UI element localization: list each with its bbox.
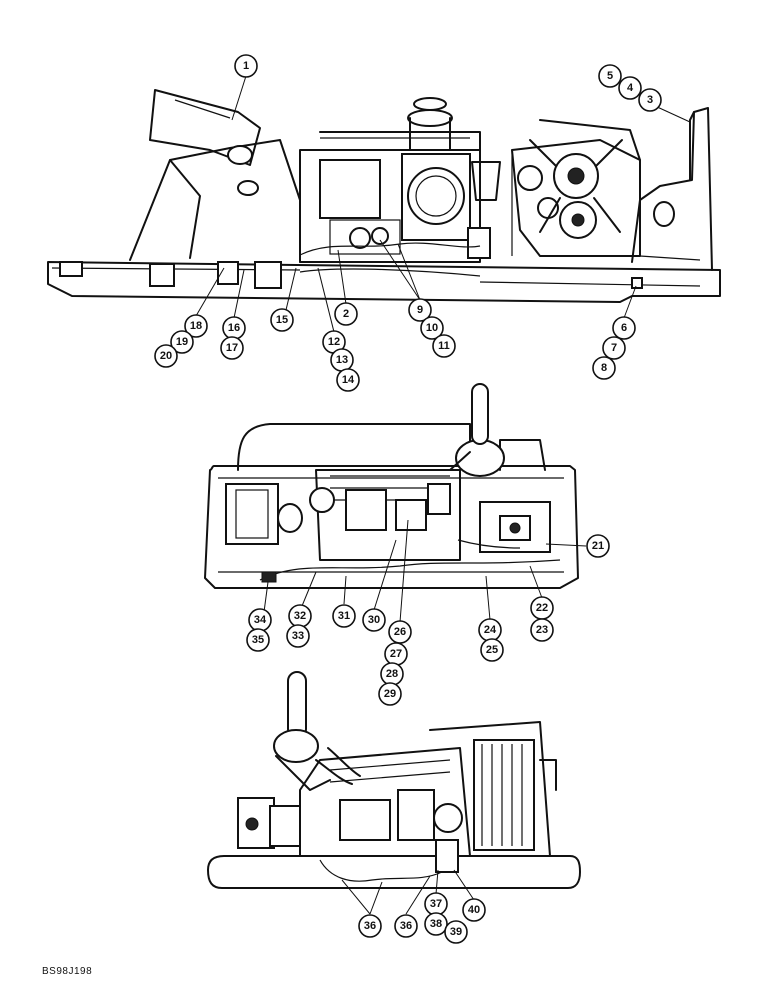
- callout-36-right: 36: [394, 914, 418, 938]
- svg-text:8: 8: [601, 362, 607, 374]
- callout-26: 26: [388, 620, 412, 644]
- callout-36-left: 36: [358, 914, 382, 938]
- callout-38: 38: [424, 912, 448, 936]
- callout-32: 32: [288, 604, 312, 628]
- callout-20: 20: [154, 344, 178, 368]
- svg-text:12: 12: [328, 336, 340, 348]
- svg-text:26: 26: [394, 626, 406, 638]
- callout-28: 28: [380, 662, 404, 686]
- svg-text:3: 3: [647, 94, 653, 106]
- callout-15: 15: [270, 308, 294, 332]
- callout-37: 37: [424, 892, 448, 916]
- svg-text:23: 23: [536, 624, 548, 636]
- svg-text:30: 30: [368, 614, 380, 626]
- svg-text:21: 21: [592, 540, 604, 552]
- rear-view-drawing: [207, 671, 581, 889]
- svg-text:15: 15: [276, 314, 288, 326]
- callout-12: 12: [322, 330, 346, 354]
- svg-text:6: 6: [621, 322, 627, 334]
- callout-25: 25: [480, 638, 504, 662]
- svg-text:22: 22: [536, 602, 548, 614]
- svg-text:1: 1: [243, 60, 249, 72]
- svg-text:36: 36: [400, 920, 412, 932]
- callout-2: 2: [334, 302, 358, 326]
- callout-19: 19: [170, 330, 194, 354]
- svg-text:13: 13: [336, 354, 348, 366]
- side-view-drawing: [47, 89, 721, 303]
- svg-text:7: 7: [611, 342, 617, 354]
- callout-8: 8: [592, 356, 616, 380]
- callout-6: 6: [612, 316, 636, 340]
- callout-11: 11: [432, 334, 456, 358]
- svg-text:18: 18: [190, 320, 202, 332]
- svg-text:17: 17: [226, 342, 238, 354]
- callout-9: 9: [408, 298, 432, 322]
- svg-text:40: 40: [468, 904, 480, 916]
- svg-text:9: 9: [417, 304, 423, 316]
- callout-17: 17: [220, 336, 244, 360]
- svg-text:14: 14: [342, 374, 355, 386]
- callout-5: 5: [598, 64, 622, 88]
- svg-text:24: 24: [484, 624, 497, 636]
- callout-10: 10: [420, 316, 444, 340]
- callout-4: 4: [618, 76, 642, 100]
- figure-code: BS98J198: [42, 966, 93, 977]
- callout-16: 16: [222, 316, 246, 340]
- callout-33: 33: [286, 624, 310, 648]
- svg-text:19: 19: [176, 336, 188, 348]
- svg-text:36: 36: [364, 920, 376, 932]
- callout-31: 31: [332, 604, 356, 628]
- svg-text:16: 16: [228, 322, 240, 334]
- svg-text:32: 32: [294, 610, 306, 622]
- svg-text:38: 38: [430, 918, 442, 930]
- svg-text:29: 29: [384, 688, 396, 700]
- svg-text:10: 10: [426, 322, 438, 334]
- callout-40: 40: [462, 898, 486, 922]
- svg-text:5: 5: [607, 70, 613, 82]
- svg-text:33: 33: [292, 630, 304, 642]
- callout-7: 7: [602, 336, 626, 360]
- callout-29: 29: [378, 682, 402, 706]
- leader-lines: [195, 75, 691, 915]
- callout-27: 27: [384, 642, 408, 666]
- callout-23: 23: [530, 618, 554, 642]
- svg-text:11: 11: [438, 340, 450, 352]
- callout-1: 1: [234, 54, 258, 78]
- callout-22: 22: [530, 596, 554, 620]
- svg-text:39: 39: [450, 926, 462, 938]
- svg-text:37: 37: [430, 898, 442, 910]
- svg-text:25: 25: [486, 644, 498, 656]
- callout-24: 24: [478, 618, 502, 642]
- callout-14: 14: [336, 368, 360, 392]
- svg-text:2: 2: [343, 308, 349, 320]
- callout-3: 3: [638, 88, 662, 112]
- svg-text:28: 28: [386, 668, 398, 680]
- callout-30: 30: [362, 608, 386, 632]
- callout-39: 39: [444, 920, 468, 944]
- callout-13: 13: [330, 348, 354, 372]
- svg-text:35: 35: [252, 634, 264, 646]
- callout-34: 34: [248, 608, 272, 632]
- callout-35: 35: [246, 628, 270, 652]
- svg-text:34: 34: [254, 614, 267, 626]
- callout-18: 18: [184, 314, 208, 338]
- svg-text:31: 31: [338, 610, 350, 622]
- svg-text:20: 20: [160, 350, 172, 362]
- plan-view-drawing: [204, 383, 579, 589]
- svg-text:27: 27: [390, 648, 402, 660]
- svg-text:4: 4: [627, 82, 634, 94]
- callout-21: 21: [586, 534, 610, 558]
